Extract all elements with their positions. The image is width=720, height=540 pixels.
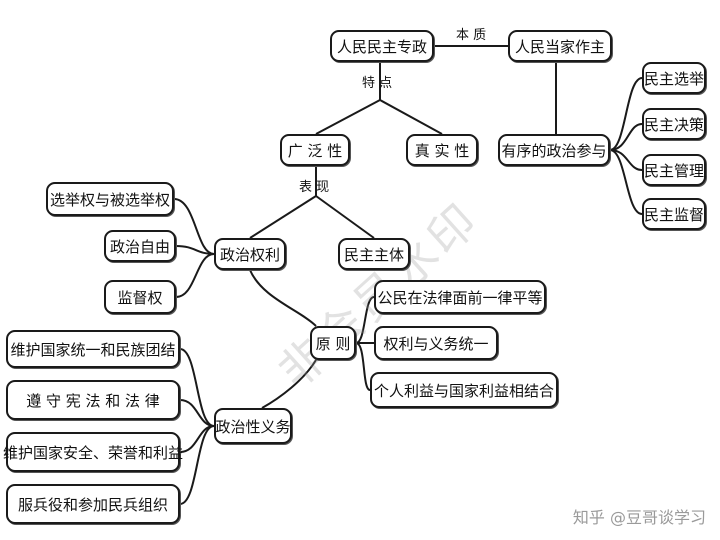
edge-biaoxian-right: [315, 195, 375, 239]
edge-yiwu-xianfa: [179, 399, 215, 427]
edge-biaoxian-left: [249, 195, 317, 239]
node-xuanjuquan: 选举权与被选举权: [46, 182, 174, 216]
node-minzhu-jiandu: 民主监督: [642, 198, 706, 230]
node-yuanze: 原 则: [310, 326, 356, 360]
edge-youxu-jiandu: [609, 149, 643, 215]
edge-yuanze-pingdeng: [355, 296, 375, 344]
edge-label-tedian: 特 点: [362, 76, 393, 91]
node-renmin-minzhu-zhuanzheng: 人民民主专政: [330, 30, 434, 62]
credit-text: 知乎 @豆哥谈学习: [572, 508, 706, 527]
edge-yiwu-bingyi: [179, 425, 215, 505]
node-fubingyi: 服兵役和参加民兵组织: [6, 484, 180, 524]
edge-tedian-split-2: [379, 99, 443, 135]
node-minzhu-guanli: 民主管理: [642, 154, 706, 186]
node-youxu-zhengzhi-canyu: 有序的政治参与: [498, 134, 610, 166]
edge-label-benzhi: 本 质: [456, 28, 487, 43]
edge-youxu-juece: [609, 123, 643, 151]
edge-quanli-xuanju: [173, 198, 215, 255]
node-jianduquan: 监督权: [104, 280, 176, 314]
node-guangfanxing: 广 泛 性: [280, 134, 350, 166]
edge-yuanze-liyi: [355, 342, 371, 391]
node-quanli-yiwu-tongyi: 权利与义务统一: [374, 326, 498, 360]
edge-quanli-jiandu: [175, 253, 215, 298]
node-minzhu-xuanju: 民主选举: [642, 62, 706, 94]
node-gongmin-pingdeng: 公民在法律面前一律平等: [374, 280, 546, 314]
edge-yiwu-tongyi: [179, 348, 215, 427]
edge-tedian-split: [315, 99, 381, 135]
node-geren-guojia-liyi: 个人利益与国家利益相结合: [370, 372, 558, 408]
node-zhenshixing: 真 实 性: [406, 134, 478, 166]
node-minzhu-zhuti: 民主主体: [338, 238, 410, 270]
edge-youxu-xuanju: [609, 77, 643, 151]
node-zunshou-xianfa: 遵 守 宪 法 和 法 律: [6, 380, 180, 420]
node-renmin-dangjia-zuozhu: 人民当家作主: [508, 30, 612, 62]
edge-yuanze-yiwu: [261, 359, 317, 409]
edge-quanli-ziyou: [175, 245, 215, 255]
node-zhengzhixing-yiwu: 政治性义务: [214, 408, 292, 444]
edge-label-biaoxian: 表 现: [299, 180, 330, 195]
node-weihu-anquan: 维护国家安全、荣誉和利益: [3, 432, 183, 472]
node-weihu-tongyi-tuanjie: 维护国家统一和民族团结: [6, 330, 180, 368]
node-minzhu-juece: 民主决策: [642, 108, 706, 140]
node-zhengzhi-ziyou: 政治自由: [104, 230, 176, 262]
node-zhengzhi-quanli: 政治权利: [214, 238, 286, 270]
edge-quanli-yuanze: [249, 269, 317, 327]
